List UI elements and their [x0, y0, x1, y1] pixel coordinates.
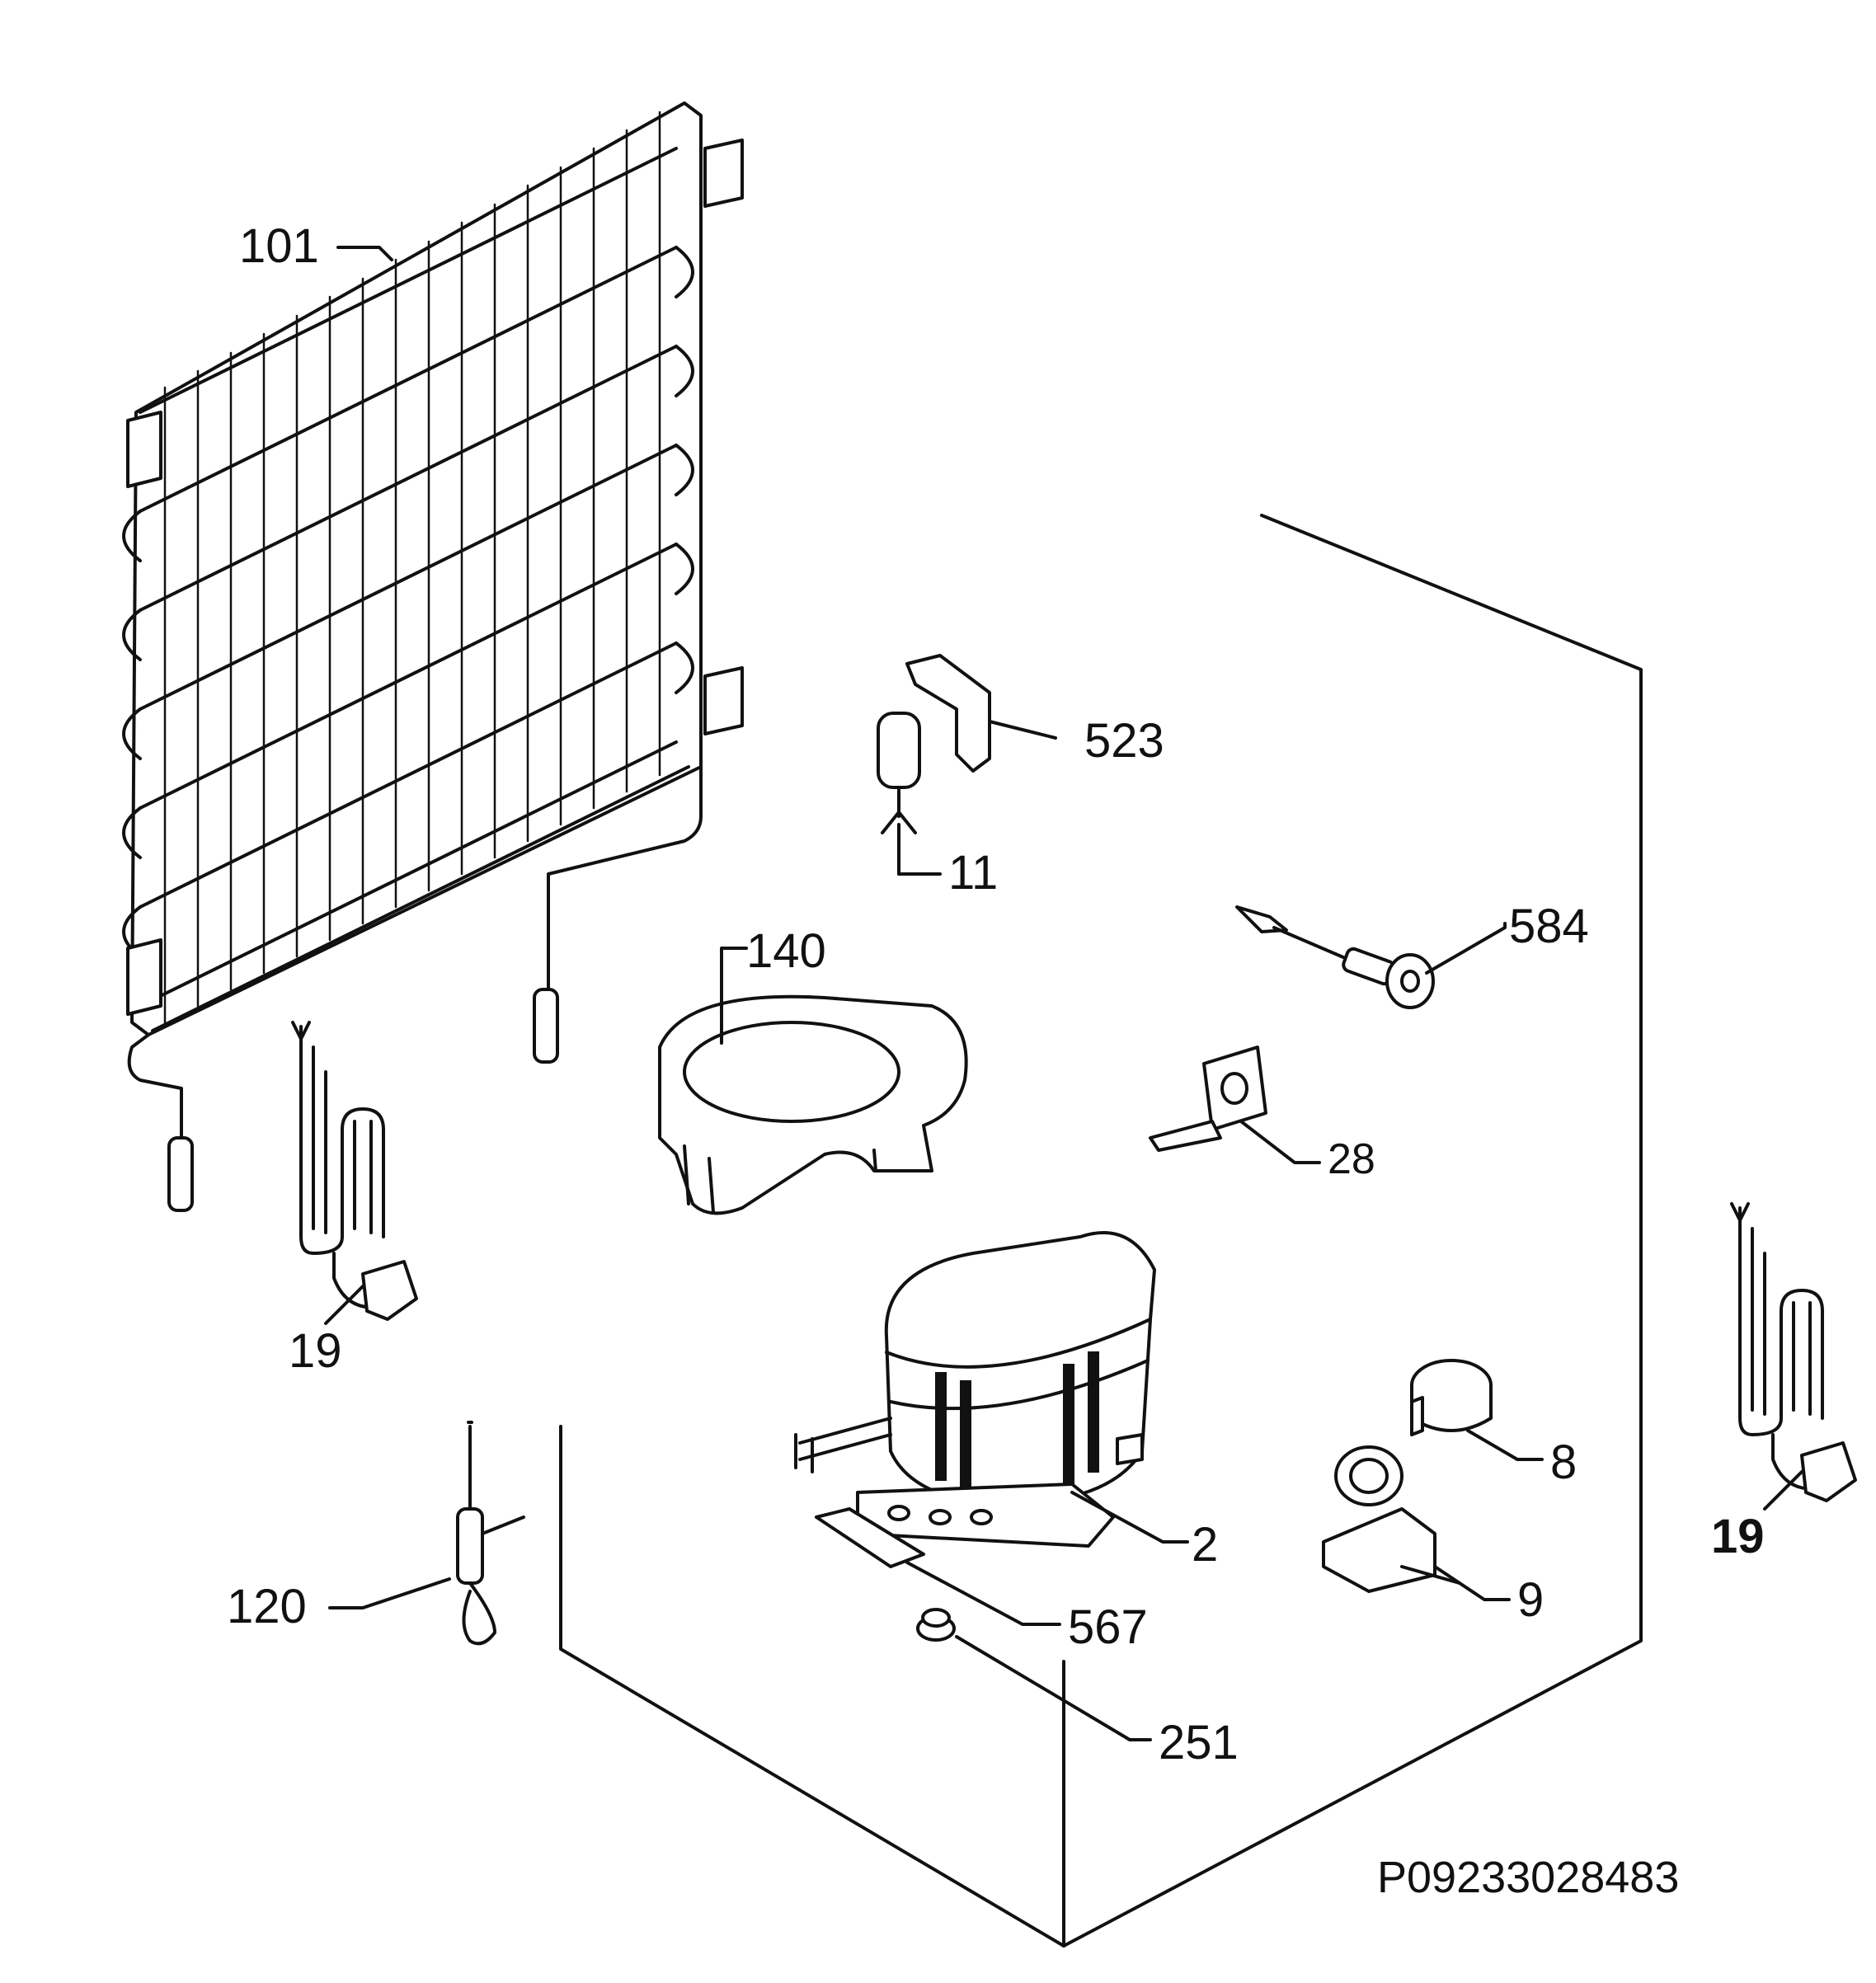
klixon-protector [1410, 1359, 1544, 1461]
label-11: 11 [948, 846, 999, 900]
label-101: 101 [239, 219, 319, 273]
filter-drier [328, 1421, 525, 1646]
label-140: 140 [746, 924, 826, 978]
sensor-probe [1235, 905, 1507, 1009]
compressor [794, 1231, 1189, 1548]
power-cord-left [291, 1021, 418, 1325]
power-cord-right [1730, 1202, 1857, 1511]
label-584: 584 [1509, 900, 1589, 953]
drip-tray [658, 947, 968, 1215]
label-9: 9 [1517, 1573, 1545, 1627]
starter-relay [1322, 1445, 1511, 1601]
bracket-plate [1149, 1046, 1321, 1164]
clip-assembly [877, 654, 1057, 876]
label-2: 2 [1192, 1518, 1219, 1572]
label-120: 120 [227, 1580, 307, 1633]
label-251: 251 [1159, 1716, 1239, 1769]
label-19-right: 19 [1711, 1510, 1765, 1563]
reference-code: P09233028483 [1377, 1853, 1680, 1902]
cabinet-outline [559, 514, 1643, 1948]
label-19-left: 19 [289, 1324, 342, 1378]
condenser-coil [122, 101, 744, 1212]
rubber-grommet [916, 1608, 1152, 1741]
label-28: 28 [1328, 1135, 1375, 1183]
label-567: 567 [1068, 1600, 1148, 1654]
label-8: 8 [1550, 1436, 1577, 1489]
label-523: 523 [1084, 714, 1164, 768]
mount-plate [815, 1507, 1061, 1626]
